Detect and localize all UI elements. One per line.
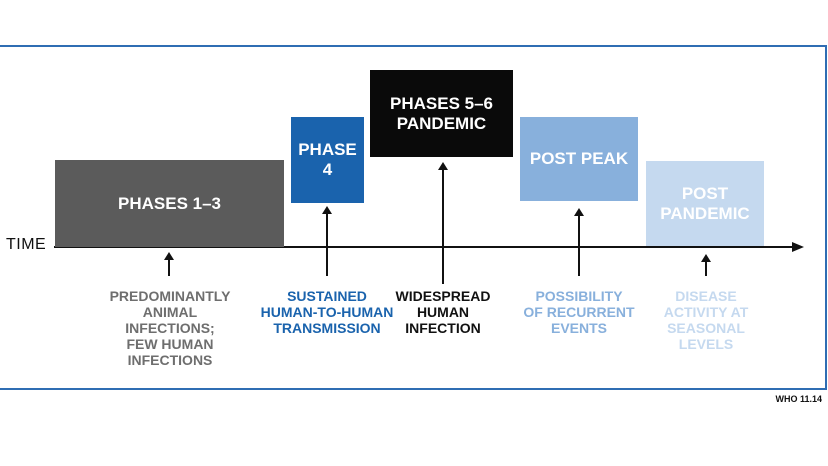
phase-box-4: PHASE 4 bbox=[291, 117, 364, 203]
caption-phases-5-6: WIDESPREAD HUMAN INFECTION bbox=[395, 288, 491, 336]
phase-box-1-3-label: PHASES 1–3 bbox=[118, 193, 221, 213]
time-axis-label: TIME bbox=[6, 236, 47, 253]
caption-phases-1-3: PREDOMINANTLY ANIMAL INFECTIONS; FEW HUM… bbox=[109, 288, 231, 368]
caption-phase-4: SUSTAINED HUMAN-TO-HUMAN TRANSMISSION bbox=[260, 288, 394, 336]
post-peak-box: POST PEAK bbox=[520, 117, 638, 201]
phase-box-1-3: PHASES 1–3 bbox=[55, 160, 284, 247]
caption-post-peak: POSSIBILITY OF RECURRENT EVENTS bbox=[523, 288, 635, 336]
caption-post-pandemic: DISEASE ACTIVITY AT SEASONAL LEVELS bbox=[663, 288, 749, 352]
phase-box-5-6: PHASES 5–6 PANDEMIC bbox=[370, 70, 513, 157]
time-axis-arrowhead bbox=[792, 242, 804, 252]
post-peak-label: POST PEAK bbox=[529, 149, 629, 169]
phase-box-5-6-label: PHASES 5–6 PANDEMIC bbox=[390, 93, 493, 133]
source-credit: WHO 11.14 bbox=[775, 394, 822, 404]
post-pandemic-label: POST PANDEMIC bbox=[660, 183, 750, 223]
post-pandemic-box: POST PANDEMIC bbox=[646, 161, 764, 246]
phase-box-4-label: PHASE 4 bbox=[298, 140, 357, 179]
